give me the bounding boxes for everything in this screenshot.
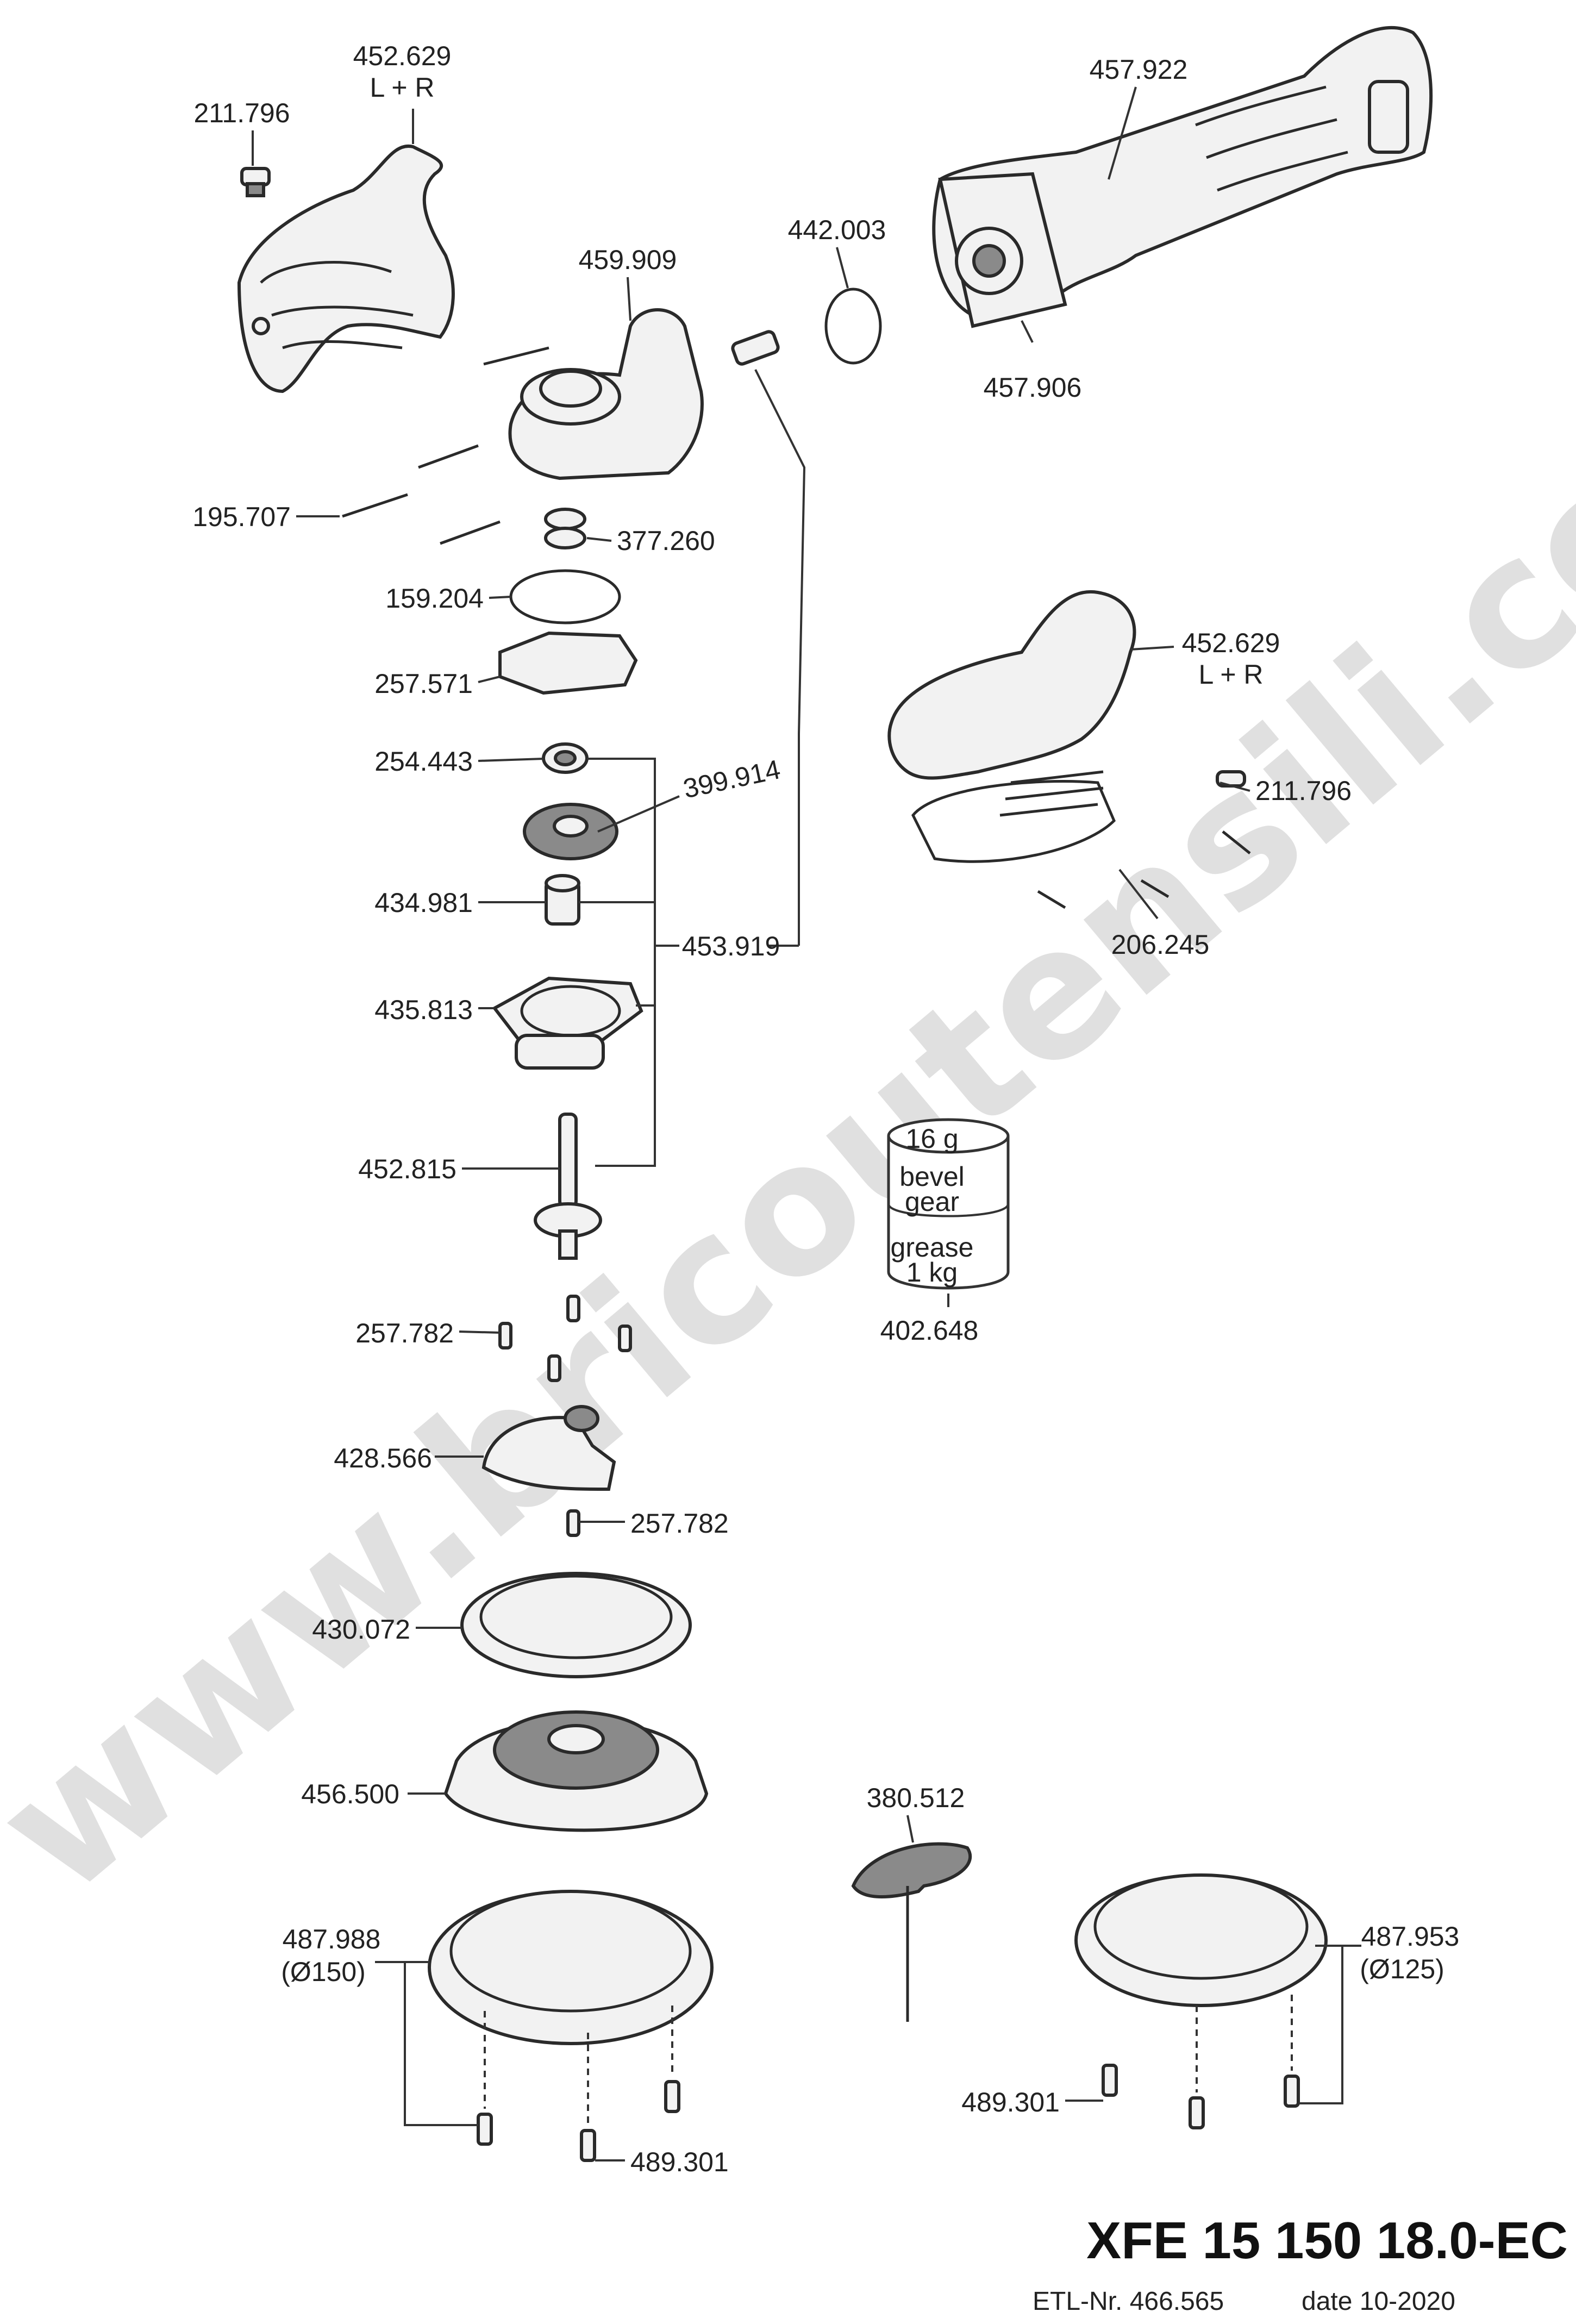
o-ring-442003 (824, 288, 882, 365)
label-487953-sub: (Ø125) (1360, 1954, 1444, 1984)
bearing-housing-456500 (443, 1710, 709, 1832)
shaft-452815 (534, 1113, 602, 1260)
screws-257782-a (498, 1295, 632, 1382)
label-402648: 402.648 (880, 1315, 979, 1346)
label-457922: 457.922 (1090, 54, 1188, 85)
screw-211796-top (240, 167, 271, 197)
label-452629-top: 452.629 (353, 41, 452, 71)
label-452629-top-sub: L + R (370, 72, 434, 103)
label-489301-a: 489.301 (630, 2147, 729, 2177)
label-211796-mid: 211.796 (1255, 776, 1352, 806)
backing-pad-487988 (428, 1890, 714, 2045)
label-435813: 435.813 (374, 995, 473, 1025)
gear-housing-459909 (508, 308, 704, 480)
bevel-gear (523, 803, 618, 860)
o-ring-159204 (509, 569, 621, 624)
label-453919: 453.919 (682, 931, 780, 961)
lockwashers-377260 (544, 508, 586, 549)
bearing-254443 (542, 742, 589, 774)
label-257571: 257.571 (374, 669, 473, 699)
screws-489301-left (477, 2006, 680, 2162)
watermark: www.bricoutensili.com (0, 296, 1576, 1934)
sleeve-434981 (545, 874, 580, 926)
screws-195707 (342, 346, 549, 545)
label-452629-mid: 452.629 (1182, 628, 1280, 658)
cover-shell-top (237, 144, 455, 393)
leader-lines (252, 86, 1361, 2161)
flange-435813 (492, 976, 643, 1070)
label-489301-b: 489.301 (961, 2087, 1060, 2117)
spring-insert (731, 330, 806, 734)
label-487988-sub: (Ø150) (281, 1957, 366, 1987)
can-line4: 1 kg (906, 1257, 958, 1288)
label-195707: 195.707 (192, 502, 291, 532)
grease-can: 16 g bevel gear grease 1 kg (887, 1118, 1010, 1290)
label-380512: 380.512 (867, 1783, 965, 1813)
label-377260: 377.260 (617, 526, 715, 556)
ring-430072 (460, 1572, 692, 1678)
label-399914: 399.914 (680, 754, 783, 804)
label-434981: 434.981 (374, 888, 473, 918)
hex-key-380512 (851, 1842, 972, 2022)
label-487988: 487.988 (283, 1924, 381, 1954)
backing-pad-487953 (1074, 1873, 1328, 2007)
etl-number: ETL-Nr. 466.565 (1033, 2287, 1224, 2316)
label-452629-mid-sub: L + R (1198, 659, 1263, 690)
counterweight-428566 (481, 1405, 616, 1491)
model-title: XFE 15 150 18.0-EC (1086, 2211, 1568, 2270)
label-430072: 430.072 (312, 1614, 410, 1645)
can-line3: grease (891, 1232, 974, 1263)
screws-489301-right (1102, 1995, 1300, 2129)
label-159204: 159.204 (385, 583, 484, 614)
label-459909: 459.909 (579, 245, 677, 275)
gasket-257571 (498, 631, 638, 695)
label-457906: 457.906 (984, 372, 1082, 403)
can-weight: 16 g (905, 1123, 958, 1154)
label-206245: 206.245 (1111, 929, 1210, 960)
screw-257782-b (566, 1509, 580, 1537)
label-456500: 456.500 (301, 1779, 399, 1809)
revision-date: date 10-2020 (1302, 2287, 1455, 2316)
gear-head-457906 (938, 172, 1067, 328)
label-257782-b: 257.782 (630, 1508, 729, 1539)
label-254443: 254.443 (374, 746, 473, 777)
cover-shell-mid (887, 590, 1136, 863)
label-442003: 442.003 (788, 215, 886, 245)
can-line1: bevel (899, 1161, 965, 1192)
can-line2: gear (905, 1186, 959, 1217)
label-211796-top: 211.796 (193, 98, 290, 128)
label-452815: 452.815 (358, 1154, 456, 1184)
label-257782-a: 257.782 (355, 1318, 454, 1348)
label-428566: 428.566 (334, 1443, 432, 1473)
label-487953: 487.953 (1361, 1921, 1460, 1952)
motor-housing (932, 26, 1433, 321)
